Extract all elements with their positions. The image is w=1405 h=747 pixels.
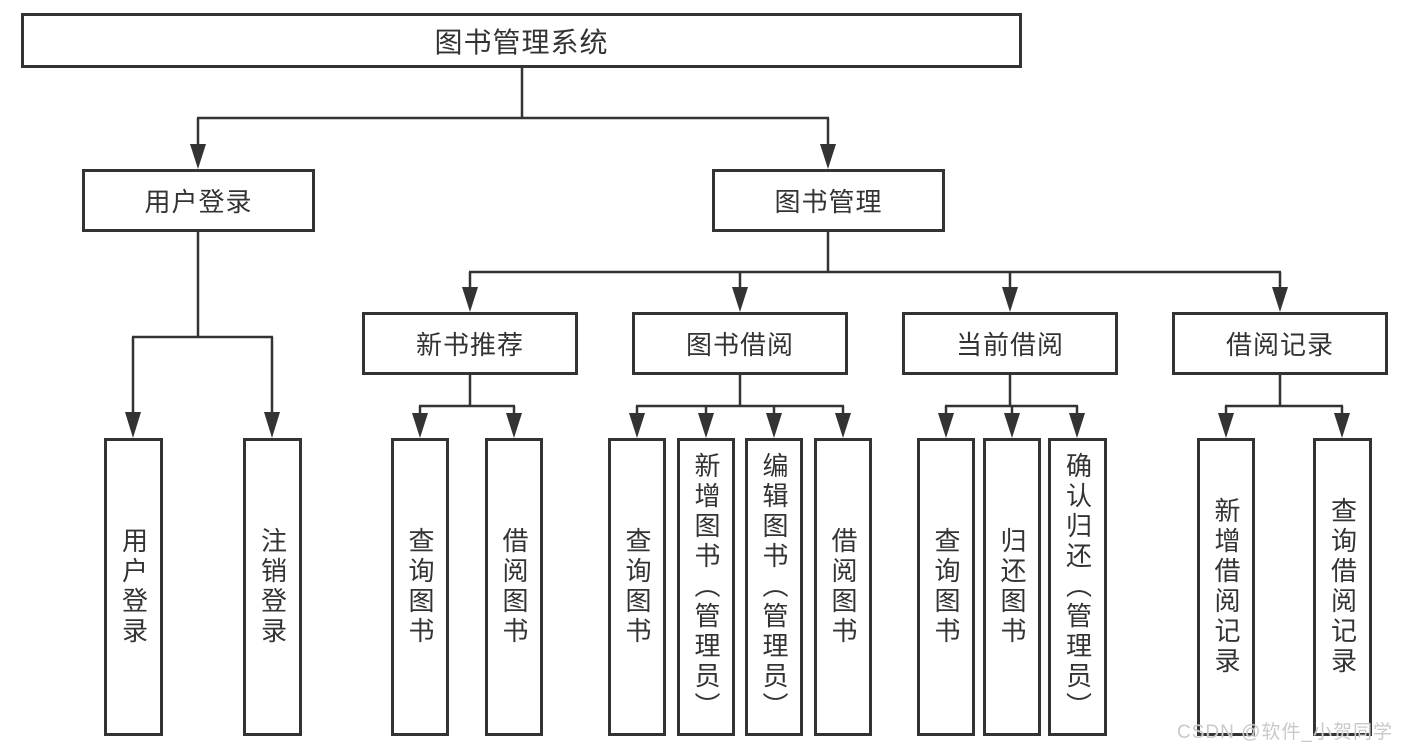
node-label: 注销登录 [257, 527, 288, 647]
node-borrow-books-recommend: 借阅图书 [485, 438, 543, 736]
node-query-books-current: 查询图书 [917, 438, 975, 736]
node-user-login: 用户登录 [104, 438, 163, 736]
node-label: 图书管理 [774, 187, 883, 217]
node-label: 图书管理系统 [434, 26, 609, 58]
node-query-borrow-record: 查询借阅记录 [1313, 438, 1372, 736]
node-current-borrowing: 当前借阅 [902, 312, 1118, 375]
arrowheads [125, 144, 1350, 438]
node-library-management-system: 图书管理系统 [21, 13, 1022, 68]
node-label: 图书借阅 [685, 330, 794, 360]
node-query-books-recommend: 查询图书 [391, 438, 449, 736]
node-label: 查询借阅记录 [1327, 497, 1358, 677]
node-user-login-group: 用户登录 [82, 169, 315, 232]
node-label: 借阅图书 [828, 527, 858, 647]
node-label: 当前借阅 [955, 330, 1064, 360]
node-label: 编辑图书（管理员） [759, 452, 789, 722]
node-query-books-borrow: 查询图书 [608, 438, 666, 736]
node-confirm-return-admin: 确认归还（管理员） [1048, 438, 1107, 736]
node-label: 用户登录 [118, 527, 149, 647]
node-book-borrowing: 图书借阅 [632, 312, 848, 375]
node-label: 借阅图书 [499, 527, 529, 647]
csdn-watermark: CSDN @软件_小贺同学 [1177, 722, 1393, 743]
node-label: 用户登录 [144, 187, 253, 217]
node-new-book-recommendation: 新书推荐 [362, 312, 578, 375]
node-label: 查询图书 [622, 527, 652, 647]
node-label: 新增图书（管理员） [691, 452, 721, 722]
node-add-books-admin: 新增图书（管理员） [677, 438, 735, 736]
node-label: 新书推荐 [415, 330, 524, 360]
node-borrow-books-borrow: 借阅图书 [814, 438, 872, 736]
node-label: 查询图书 [405, 527, 435, 647]
node-add-borrow-record: 新增借阅记录 [1197, 438, 1255, 736]
node-label: 归还图书 [997, 527, 1027, 647]
node-label: 查询图书 [931, 527, 961, 647]
node-book-management: 图书管理 [712, 169, 945, 232]
node-logout: 注销登录 [243, 438, 302, 736]
node-label: 借阅记录 [1225, 330, 1334, 360]
node-edit-books-admin: 编辑图书（管理员） [745, 438, 803, 736]
node-label: 新增借阅记录 [1211, 497, 1241, 677]
node-return-books: 归还图书 [983, 438, 1041, 736]
node-borrowing-records: 借阅记录 [1172, 312, 1388, 375]
node-label: 确认归还（管理员） [1062, 452, 1093, 722]
